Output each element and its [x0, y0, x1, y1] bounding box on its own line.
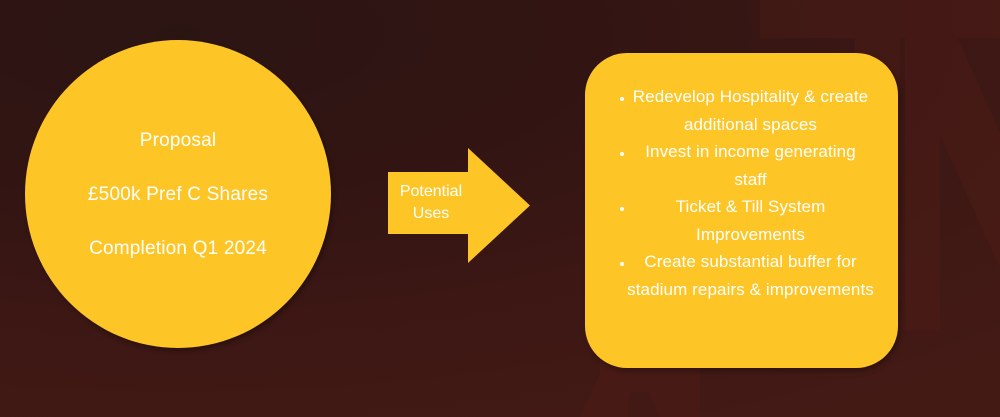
list-item: Redevelop Hospitality & create additiona… — [603, 83, 880, 138]
bullet-icon — [620, 96, 624, 101]
bullet-icon — [620, 261, 624, 266]
arrow-label: Potential Uses — [390, 172, 472, 234]
bullet-icon — [620, 206, 624, 211]
potential-uses-arrow: Potential Uses — [388, 148, 530, 263]
list-item-label: Invest in income generating staff — [645, 142, 856, 189]
arrow-label-line-1: Potential — [399, 182, 463, 200]
list-item-label: Create substantial buffer for stadium re… — [627, 252, 874, 299]
arrow-label-line-2: Uses — [412, 205, 450, 222]
potential-uses-box: Redevelop Hospitality & create additiona… — [585, 53, 898, 368]
proposal-line-1: Proposal — [139, 129, 217, 151]
proposal-circle: Proposal £500k Pref C Shares Completion … — [25, 40, 331, 348]
list-item: Invest in income generating staff — [603, 138, 880, 193]
proposal-line-2: £500k Pref C Shares — [87, 183, 269, 205]
list-item: Ticket & Till System Improvements — [603, 193, 880, 248]
list-item: Create substantial buffer for stadium re… — [603, 248, 880, 303]
proposal-line-3: Completion Q1 2024 — [89, 237, 267, 259]
right-arrow-icon — [388, 148, 530, 263]
bullet-icon — [620, 151, 624, 156]
list-item-label: Ticket & Till System Improvements — [675, 197, 826, 244]
list-item-label: Redevelop Hospitality & create additiona… — [632, 87, 869, 134]
